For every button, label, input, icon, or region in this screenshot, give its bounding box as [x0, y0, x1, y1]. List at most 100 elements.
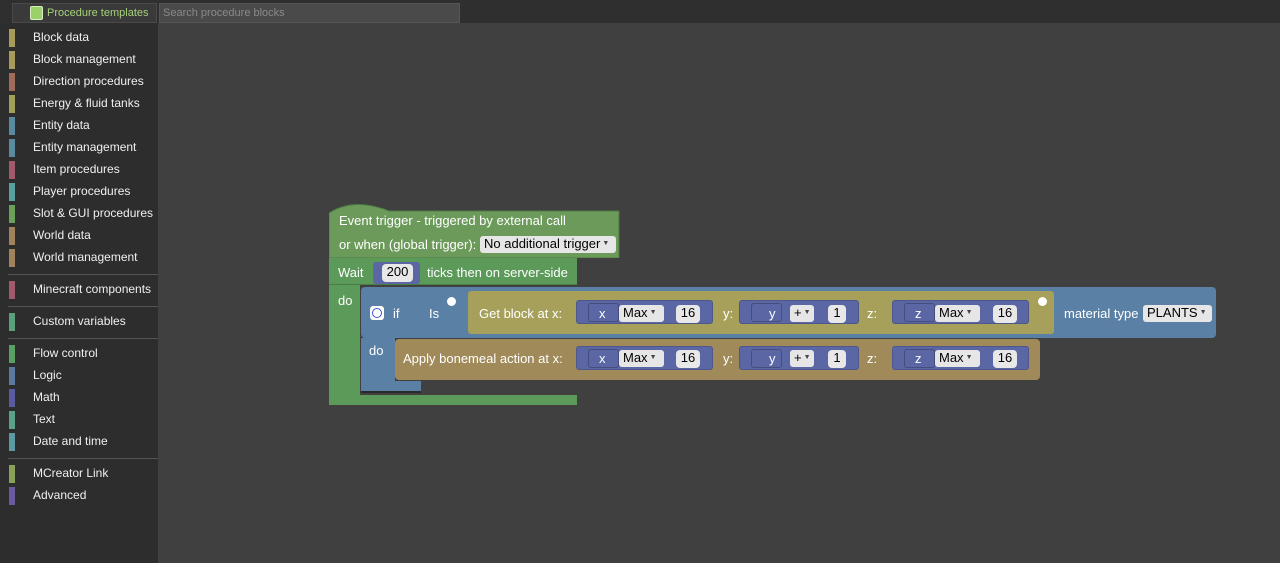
- bonemeal-x-op-dropdown[interactable]: Max▼: [619, 350, 664, 367]
- dropdown-arrow-icon: ▼: [965, 354, 973, 361]
- get-block-x-number[interactable]: 16: [676, 305, 700, 323]
- bonemeal-z-op-value: Max: [939, 350, 964, 365]
- sidebar-category-minecraft-components[interactable]: Minecraft components: [0, 279, 158, 299]
- bonemeal-x-op-value: Max: [623, 350, 648, 365]
- ticks-input[interactable]: 200: [382, 264, 413, 282]
- mutator-gear-icon[interactable]: [370, 306, 384, 320]
- sidebar-category-label: Logic: [33, 368, 62, 382]
- bonemeal-y-number[interactable]: 1: [828, 350, 846, 368]
- is-block-badge-icon: [447, 297, 456, 306]
- get-block-y-number[interactable]: 1: [828, 305, 846, 323]
- get-block-z-op-dropdown[interactable]: Max▼: [935, 305, 980, 322]
- sidebar-category-label: Custom variables: [33, 314, 126, 328]
- get-block-x-var-block[interactable]: [588, 303, 619, 322]
- sidebar-category-label: World data: [33, 228, 91, 242]
- sidebar-category-direction-procedures[interactable]: Direction procedures: [0, 71, 158, 91]
- get-block-z-op-value: Max: [939, 305, 964, 320]
- category-color-swatch: [9, 465, 15, 483]
- sidebar-category-label: Item procedures: [33, 162, 120, 176]
- sidebar-category-date-and-time[interactable]: Date and time: [0, 431, 158, 451]
- sidebar-category-flow-control[interactable]: Flow control: [0, 343, 158, 363]
- top-toolbar: Procedure templates: [0, 0, 1280, 23]
- bonemeal-y-label: y:: [723, 351, 734, 366]
- blockly-workspace[interactable]: Event trigger - triggered by external ca…: [158, 23, 1280, 563]
- sidebar-category-block-data[interactable]: Block data: [0, 27, 158, 47]
- templates-icon: [30, 6, 43, 20]
- get-block-y-op-value: +: [794, 305, 802, 320]
- wait-block-side: [329, 285, 360, 395]
- category-color-swatch: [9, 183, 15, 201]
- wait-block-footer: [329, 395, 577, 405]
- sidebar-category-energy-fluid-tanks[interactable]: Energy & fluid tanks: [0, 93, 158, 113]
- category-color-swatch: [9, 95, 15, 113]
- if-label: if: [393, 306, 400, 321]
- bonemeal-y-op-value: +: [794, 350, 802, 365]
- apply-bonemeal-label: Apply bonemeal action at x:: [403, 351, 563, 366]
- sidebar-category-logic[interactable]: Logic: [0, 365, 158, 385]
- sidebar-category-item-procedures[interactable]: Item procedures: [0, 159, 158, 179]
- dropdown-arrow-icon: ▼: [803, 309, 811, 316]
- sidebar-category-text[interactable]: Text: [0, 409, 158, 429]
- material-type-value: PLANTS: [1147, 305, 1198, 320]
- bonemeal-z-var-block[interactable]: [904, 349, 935, 368]
- bonemeal-z-number[interactable]: 16: [993, 350, 1017, 368]
- get-block-z-number[interactable]: 16: [993, 305, 1017, 323]
- sidebar-category-entity-data[interactable]: Entity data: [0, 115, 158, 135]
- sidebar-category-block-management[interactable]: Block management: [0, 49, 158, 69]
- get-block-y-op-dropdown[interactable]: +▼: [790, 305, 814, 322]
- get-block-label: Get block at x:: [479, 306, 563, 321]
- sidebar-category-world-data[interactable]: World data: [0, 225, 158, 245]
- bonemeal-x-var: x: [599, 351, 606, 366]
- sidebar-category-label: MCreator Link: [33, 466, 109, 480]
- sidebar-category-label: Direction procedures: [33, 74, 144, 88]
- category-color-swatch: [9, 117, 15, 135]
- sidebar-category-advanced[interactable]: Advanced: [0, 485, 158, 505]
- bonemeal-x-var-block[interactable]: [588, 349, 619, 368]
- sidebar-divider: [8, 274, 158, 275]
- bonemeal-x-number[interactable]: 16: [676, 350, 700, 368]
- category-color-swatch: [9, 367, 15, 385]
- get-block-y-var-block[interactable]: [751, 303, 782, 322]
- sidebar-category-label: Player procedures: [33, 184, 131, 198]
- sidebar-category-world-management[interactable]: World management: [0, 247, 158, 267]
- category-color-swatch: [9, 205, 15, 223]
- category-color-swatch: [9, 411, 15, 429]
- bonemeal-z-op-dropdown[interactable]: Max▼: [935, 350, 980, 367]
- dropdown-arrow-icon: ▼: [1199, 309, 1207, 316]
- procedure-templates-button[interactable]: Procedure templates: [12, 3, 157, 23]
- get-block-x-var: x: [599, 306, 606, 321]
- sidebar-category-entity-management[interactable]: Entity management: [0, 137, 158, 157]
- sidebar-category-mcreator-link[interactable]: MCreator Link: [0, 463, 158, 483]
- sidebar-category-slot-gui-procedures[interactable]: Slot & GUI procedures: [0, 203, 158, 223]
- sidebar-category-custom-variables[interactable]: Custom variables: [0, 311, 158, 331]
- sidebar-category-math[interactable]: Math: [0, 387, 158, 407]
- material-type-dropdown[interactable]: PLANTS▼: [1143, 305, 1212, 322]
- get-block-z-var: z: [915, 306, 922, 321]
- wait-block[interactable]: [329, 258, 577, 285]
- sidebar-divider: [8, 458, 158, 459]
- procedure-templates-label: Procedure templates: [47, 7, 149, 19]
- global-trigger-dropdown[interactable]: No additional trigger▼: [480, 236, 616, 253]
- event-trigger-title: Event trigger - triggered by external ca…: [339, 213, 566, 228]
- sidebar-category-player-procedures[interactable]: Player procedures: [0, 181, 158, 201]
- material-type-label: material type: [1064, 306, 1139, 321]
- is-label: Is: [429, 306, 440, 321]
- sidebar-category-label: Slot & GUI procedures: [33, 206, 154, 220]
- search-blocks-input[interactable]: [159, 3, 460, 23]
- bonemeal-y-var-block[interactable]: [751, 349, 782, 368]
- bonemeal-y-op-dropdown[interactable]: +▼: [790, 350, 814, 367]
- get-block-x-op-dropdown[interactable]: Max▼: [619, 305, 664, 322]
- category-color-swatch: [9, 433, 15, 451]
- bonemeal-z-label: z:: [867, 351, 878, 366]
- sidebar-category-label: Flow control: [33, 346, 98, 360]
- sidebar-category-label: Date and time: [33, 434, 108, 448]
- bonemeal-y-var: y: [769, 351, 776, 366]
- category-color-swatch: [9, 161, 15, 179]
- dropdown-arrow-icon: ▼: [803, 354, 811, 361]
- dropdown-arrow-icon: ▼: [649, 354, 657, 361]
- category-color-swatch: [9, 313, 15, 331]
- get-block-z-var-block[interactable]: [904, 303, 935, 322]
- category-color-swatch: [9, 389, 15, 407]
- sidebar-category-label: Math: [33, 390, 60, 404]
